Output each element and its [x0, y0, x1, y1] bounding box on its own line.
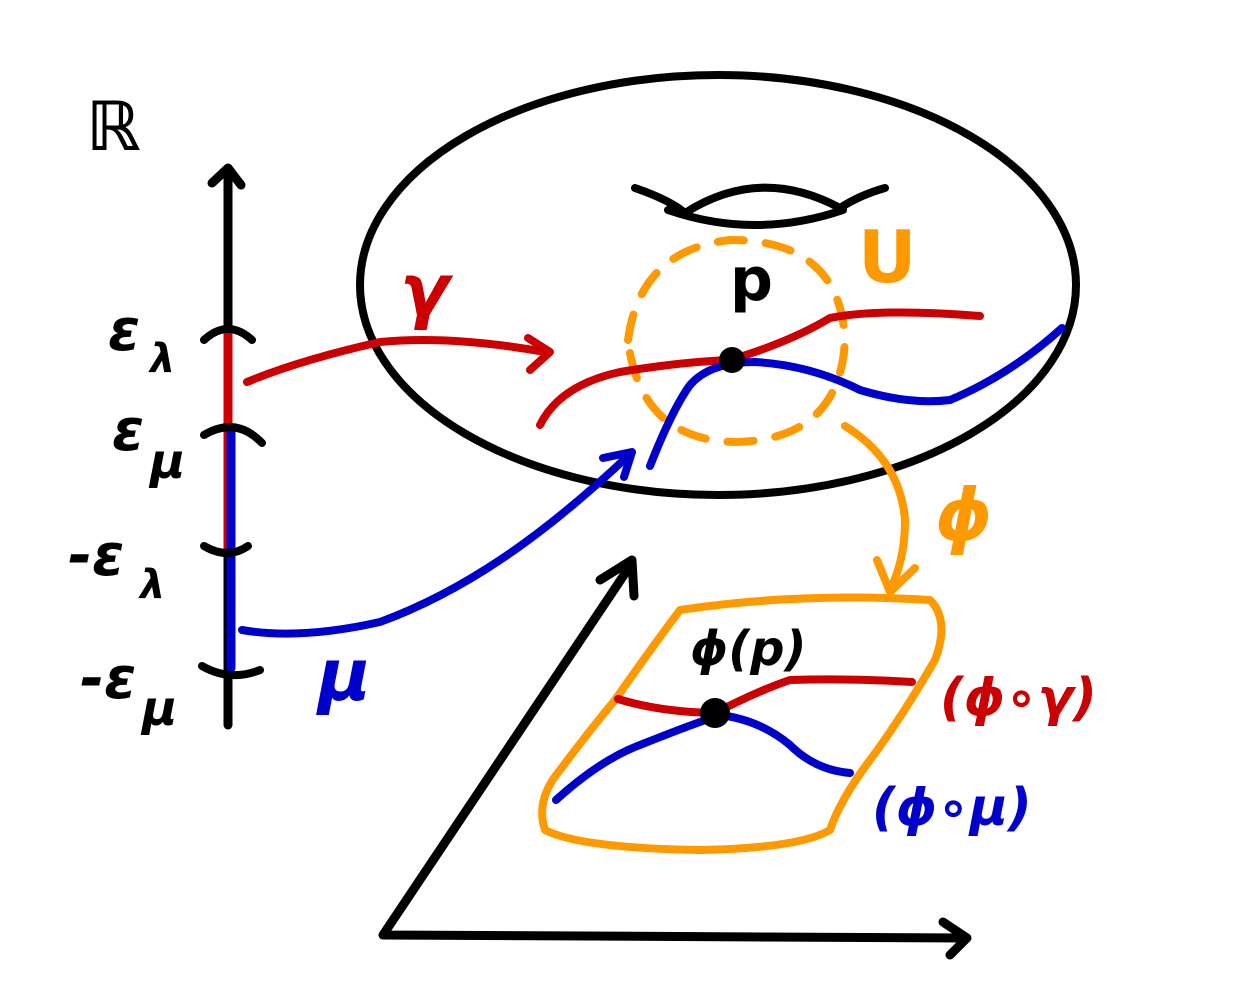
- real-axis-arrow-icon: [207, 163, 246, 190]
- phi-gamma-curve: [614, 675, 916, 717]
- neg-eps-mu-sub: μ: [140, 681, 177, 737]
- coord-y-arrow-icon: [595, 555, 639, 601]
- phi-p-label: ϕ(p): [690, 621, 806, 677]
- coord-x-arrow-icon: [938, 917, 972, 960]
- eps-lambda-sub: λ: [148, 336, 175, 382]
- neighbourhood-U: [624, 236, 849, 446]
- neg-eps-lambda-label: -ε: [68, 521, 124, 589]
- phi-gamma-label: (ϕ∘γ): [940, 668, 1097, 728]
- bracket-eps-lambda: [200, 325, 256, 344]
- bracket-neg-eps-mu: [198, 662, 264, 680]
- mu-curve: [646, 324, 1066, 470]
- neg-eps-lambda-sub: λ: [138, 562, 165, 608]
- eps-lambda-label: ε: [108, 296, 140, 364]
- mu-map-arrow: [238, 452, 632, 638]
- chart-region: [538, 593, 946, 854]
- eps-mu-sub: μ: [148, 434, 185, 490]
- gamma-curve: [536, 308, 984, 429]
- point-phi-p-dot-icon: [700, 698, 730, 728]
- phi-mu-curve: [552, 711, 854, 804]
- torus-outline: [356, 71, 1080, 499]
- gamma-label: γ: [400, 248, 454, 332]
- nbhd-U-label: U: [858, 215, 916, 299]
- phi-mu-label: (ϕ∘μ): [872, 778, 1032, 838]
- eps-mu-label: ε: [112, 396, 144, 464]
- bracket-neg-eps-lambda: [200, 542, 252, 557]
- coord-axes: [378, 561, 970, 943]
- reals-label: ℝ: [86, 88, 141, 167]
- chart-phi-label: ϕ: [935, 473, 992, 557]
- point-p-label: p: [730, 245, 773, 315]
- point-p-dot-icon: [719, 347, 745, 373]
- phi-map-arrow: [841, 422, 909, 594]
- gamma-map-arrowhead: [524, 334, 554, 374]
- phi-map-arrowhead: [873, 556, 919, 596]
- gamma-map-arrow: [243, 335, 549, 386]
- torus-hole-upper: [631, 183, 889, 217]
- mu-label: μ: [316, 633, 371, 717]
- torus-icon: [356, 71, 1080, 499]
- bracket-eps-mu: [200, 423, 266, 447]
- neg-eps-mu-label: -ε: [80, 644, 136, 712]
- mu-map-arrowhead: [599, 448, 636, 481]
- torus-hole-lower: [664, 206, 847, 229]
- real-line: [198, 163, 266, 730]
